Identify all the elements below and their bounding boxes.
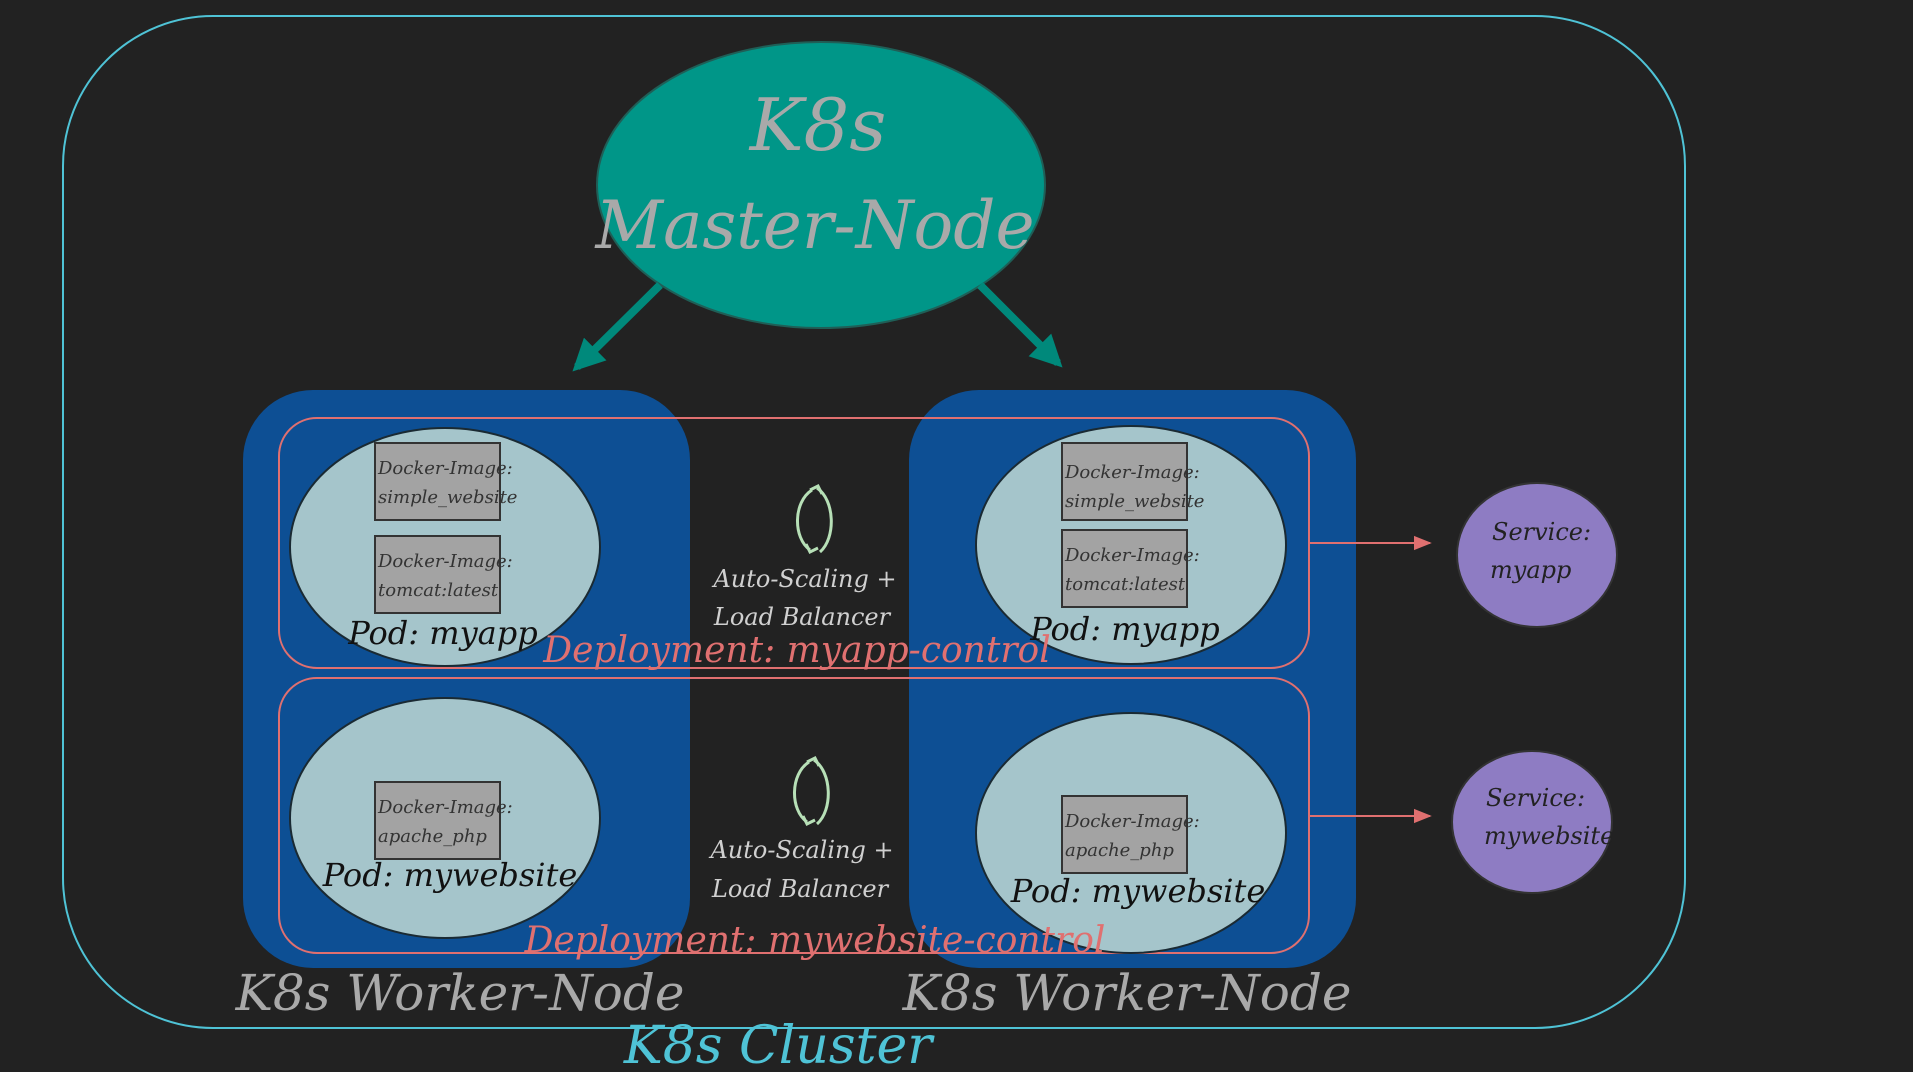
pod-label: Pod: myapp [1029, 610, 1219, 648]
service-mywebsite [1451, 750, 1613, 894]
docker-image-name: tomcat:latest [378, 580, 499, 601]
docker-image-name: apache_php [378, 826, 487, 847]
master-to-worker-left-arrow [572, 282, 663, 372]
docker-image-name: tomcat:latest [1065, 574, 1186, 595]
master-to-worker-right-arrow [977, 282, 1063, 368]
load-balancer-label: Load Balancer [711, 875, 890, 903]
pod-label: Pod: mywebsite [322, 856, 578, 894]
service-label: Service: [1492, 518, 1591, 546]
cluster-label: K8s Cluster [623, 1016, 935, 1072]
load-balancer-label: Load Balancer [713, 603, 892, 631]
docker-image-label: Docker-Image: [1064, 462, 1200, 483]
auto-scaling-icon [796, 483, 833, 555]
docker-image-label: Docker-Image: [377, 797, 513, 818]
docker-image-box [374, 781, 501, 860]
docker-image-box [1061, 529, 1188, 608]
master-node [596, 41, 1046, 329]
docker-image-label: Docker-Image: [1064, 545, 1200, 566]
master-node-label-line1: K8s [748, 83, 887, 167]
docker-image-label: Docker-Image: [1064, 811, 1200, 832]
pod-label: Pod: mywebsite [1010, 872, 1266, 910]
pod-label: Pod: myapp [347, 614, 537, 652]
docker-image-label: Docker-Image: [377, 551, 513, 572]
deployment-myapp-label: Deployment: myapp-control [542, 630, 1050, 671]
docker-image-box [1061, 795, 1188, 874]
cluster-boundary [62, 15, 1686, 1029]
docker-image-name: simple_website [1065, 491, 1204, 512]
worker-node-right-label: K8s Worker-Node [902, 964, 1352, 1022]
auto-scaling-label: Auto-Scaling + [711, 565, 896, 593]
docker-image-label: Docker-Image: [377, 458, 513, 479]
worker-node-left-label: K8s Worker-Node [235, 964, 685, 1022]
service-name: myapp [1490, 556, 1571, 584]
docker-image-box [1061, 442, 1188, 521]
docker-image-box [374, 442, 501, 521]
docker-image-box [374, 535, 501, 614]
auto-scaling-label: Auto-Scaling + [708, 836, 893, 864]
service-label: Service: [1486, 784, 1585, 812]
auto-scaling-icon [793, 755, 830, 827]
master-node-label-line2: Master-Node [594, 187, 1034, 264]
docker-image-name: apache_php [1065, 840, 1174, 861]
service-myapp [1456, 482, 1618, 628]
docker-image-name: simple_website [378, 487, 517, 508]
service-name: mywebsite [1484, 822, 1614, 850]
deployment-mywebsite-label: Deployment: mywebsite-control [524, 920, 1106, 961]
